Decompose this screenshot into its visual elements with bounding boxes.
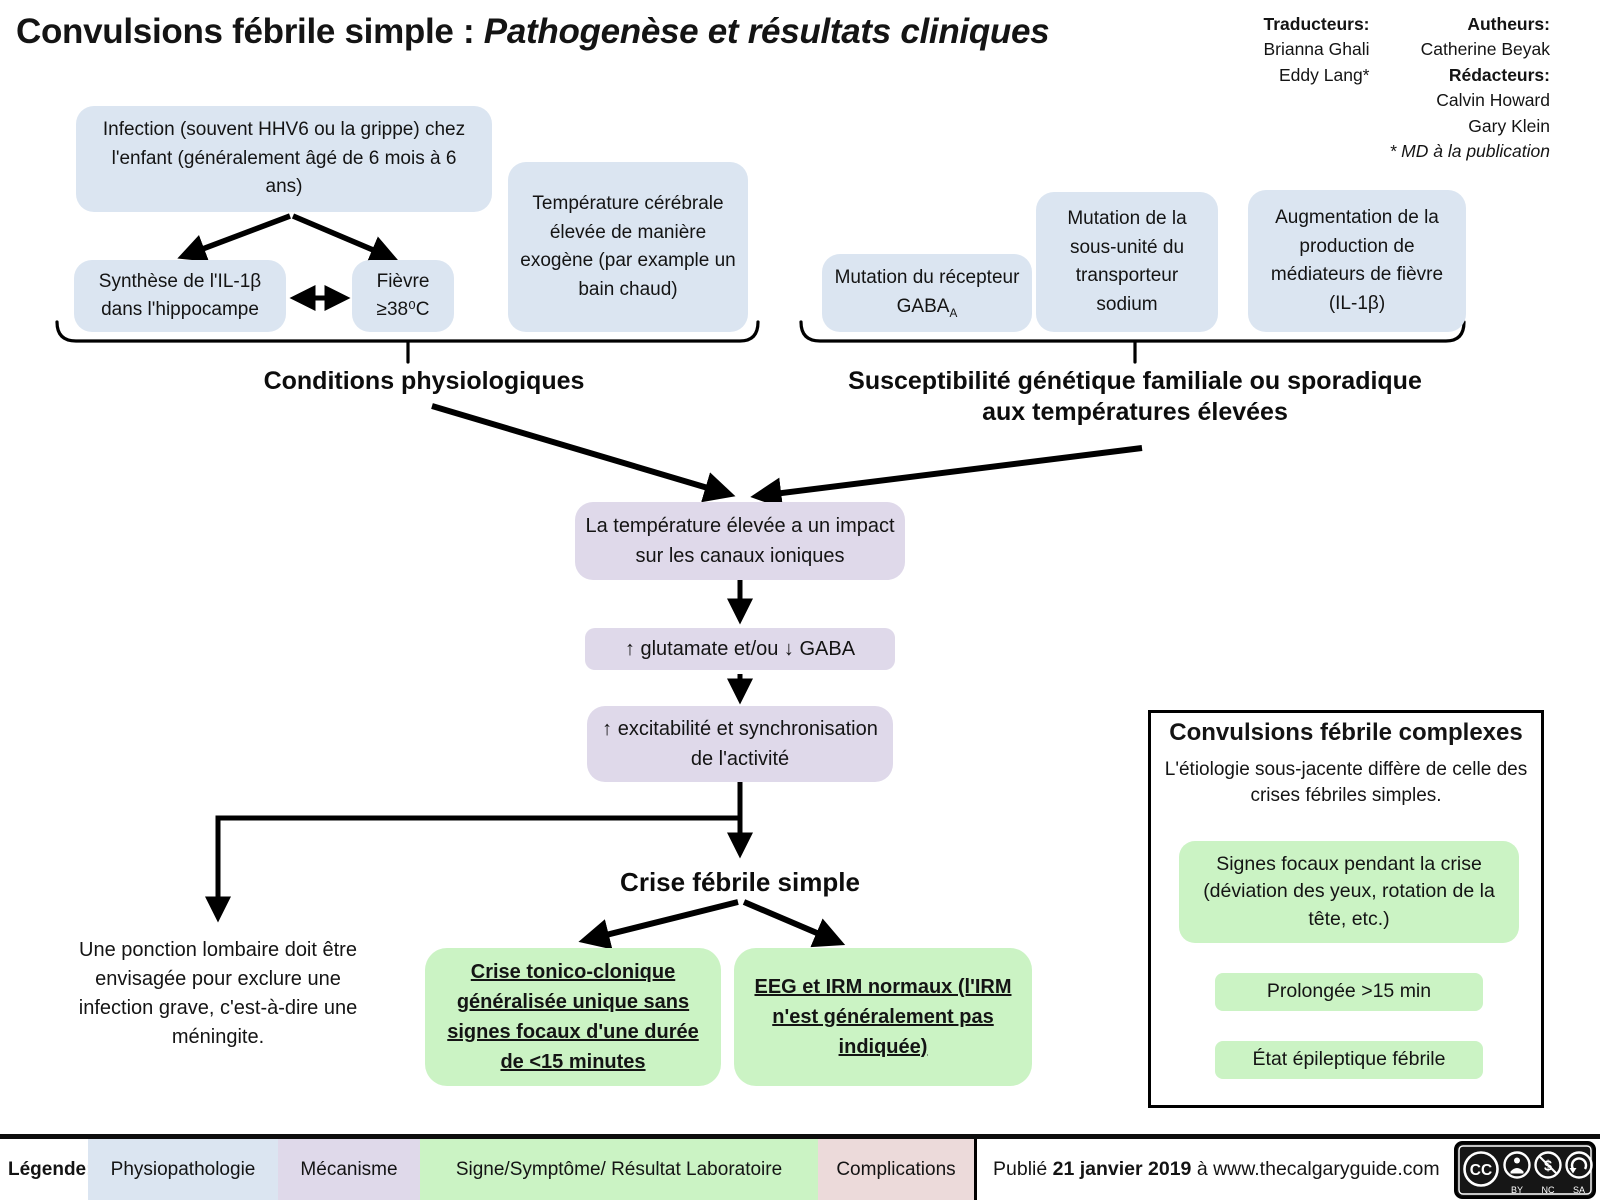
arrow-infection-to-synthese [177,213,291,262]
legend-chip-physiopathologie: Physiopathologie [88,1139,278,1200]
panel-item-text: Prolongée >15 min [1266,980,1432,1003]
box-temperature-exogene-text: Température cérébrale élevée de manière … [520,193,736,300]
box-mutation-gaba: Mutation du récepteur GABAA [822,254,1032,332]
box-mutation-sodium-text: Mutation de la sous-unité du transporteu… [1067,208,1187,315]
arrow-conditions-to-impact [431,403,736,503]
cc-icon-label: CC [1470,1162,1492,1179]
heading-crise-text: Crise fébrile simple [620,867,860,897]
cc-nc-icon [1534,1150,1562,1179]
cc-sa-label: SA [1573,1185,1585,1195]
legend-chip-text: Complications [836,1158,956,1180]
legend-divider [974,1139,977,1200]
box-tonico-text: Crise tonico-clonique généralisée unique… [447,961,699,1073]
svg-text:$: $ [1544,1158,1552,1174]
arrow-infection-to-fievre [291,213,399,263]
box-eeg-text: EEG et IRM normaux (l'IRM n'est générale… [754,976,1012,1058]
note-ponction-text: Une ponction lombaire doit être envisagé… [78,939,358,1048]
published-prefix: Publié [993,1158,1053,1180]
legend-chip-text: Mécanisme [300,1158,398,1180]
authors-heading: Autheurs: [1467,14,1550,34]
published-date: 21 janvier 2019 [1052,1158,1192,1180]
brace-conditions-physiologiques [55,320,760,364]
gaba-subscript: A [949,306,958,320]
box-synthese-text: Synthèse de l'IL-1β dans l'hippocampe [98,270,262,321]
page-title-italic: Pathogenèse et résultats cliniques [483,12,1050,51]
cc-icon [1463,1150,1499,1187]
translator-name: Brianna Ghali [1263,39,1370,60]
editor-name: Calvin Howard [1436,90,1550,111]
note-ponction-lombaire: Une ponction lombaire doit être envisagé… [73,936,363,1052]
page-title-main: Convulsions fébrile simple : [16,12,484,51]
credits-block: Traducteurs: Brianna Ghali Eddy Lang* Au… [1263,12,1550,164]
box-fievre-text: Fièvre ≥38⁰C [376,270,430,321]
box-augmentation-mediateurs: Augmentation de la production de médiate… [1248,190,1466,332]
heading-crise-febrile-simple: Crise fébrile simple [540,866,940,899]
credits-authors-editors: Autheurs: Catherine Beyak Rédacteurs: Ca… [1390,12,1551,164]
legend-chip-text: Physiopathologie [110,1158,256,1180]
box-infection-text: Infection (souvent HHV6 ou la grippe) ch… [102,119,466,198]
box-eeg-irm: EEG et IRM normaux (l'IRM n'est générale… [734,948,1032,1086]
box-excitabilite: ↑ excitabilité et synchronisation de l'a… [587,706,893,782]
panel-item-signes-focaux: Signes focaux pendant la crise (déviatio… [1179,841,1519,943]
translator-name: Eddy Lang* [1279,64,1370,85]
panel-item-etat-epileptique: État épileptique fébrile [1215,1041,1483,1079]
box-temperature-impact-text: La température élevée a un impact sur le… [585,515,895,567]
label-conditions-text: Conditions physiologiques [263,367,585,395]
editors-heading: Rédacteurs: [1448,64,1550,85]
legend-bar: Légende: Physiopathologie Mécanisme Sign… [0,1134,1600,1200]
legend-label: Légende: [8,1158,93,1180]
box-synthese-il1b: Synthèse de l'IL-1β dans l'hippocampe [74,260,286,332]
box-excitabilite-text: ↑ excitabilité et synchronisation de l'a… [602,718,878,770]
editor-name: Gary Klein [1468,115,1550,136]
box-temperature-impact: La température élevée a un impact sur le… [575,502,905,580]
panel-convulsions-complexes: Convulsions fébrile complexes L'étiologi… [1148,710,1544,1108]
translators-heading: Traducteurs: [1263,14,1370,34]
arrow-branch-to-ponction [205,782,743,923]
cc-license-badge: CC $ BY NC SA [1454,1139,1596,1200]
panel-title: Convulsions fébrile complexes [1169,719,1523,746]
cc-nc-label: NC [1542,1185,1555,1195]
box-mutation-gaba-text: Mutation du récepteur GABAA [832,264,1022,322]
legend-chip-complications: Complications [818,1139,974,1200]
box-infection: Infection (souvent HHV6 ou la grippe) ch… [76,106,492,212]
author-name: Catherine Beyak [1420,39,1550,60]
md-publication-note: * MD à la publication [1389,140,1551,161]
cc-sa-icon [1565,1150,1593,1179]
label-susceptibilite-line2: aux températures élevées [982,398,1288,427]
arrow-crise-to-tonico [578,899,739,950]
box-temperature-exogene: Température cérébrale élevée de manière … [508,162,748,332]
arrow-susceptibilite-to-impact [750,445,1143,509]
cc-by-icon [1503,1150,1531,1179]
box-fievre: Fièvre ≥38⁰C [352,260,454,332]
panel-item-text: Signes focaux pendant la crise (déviatio… [1203,853,1495,930]
published-url: à www.thecalgaryguide.com [1191,1158,1440,1180]
panel-item-text: État épileptique fébrile [1252,1048,1446,1071]
gaba-prefix: Mutation du récepteur GABA [834,267,1020,317]
label-conditions-physiologiques: Conditions physiologiques [244,366,604,397]
credits-translators: Traducteurs: Brianna Ghali Eddy Lang* [1263,12,1369,88]
box-mutation-sodium: Mutation de la sous-unité du transporteu… [1036,192,1218,332]
box-glutamate-gaba: ↑ glutamate et/ou ↓ GABA [585,628,895,670]
panel-subtitle: L'étiologie sous-jacente diffère de cell… [1164,759,1528,806]
page-title: Convulsions fébrile simple : Pathogenèse… [16,12,1050,52]
label-susceptibilite-line1: Susceptibilité génétique familiale ou sp… [848,367,1422,395]
box-augmentation-text: Augmentation de la production de médiate… [1270,207,1444,314]
legend-chip-signe-symptome: Signe/Symptôme/ Résultat Laboratoire [420,1139,818,1200]
panel-item-prolongee: Prolongée >15 min [1215,973,1483,1011]
legend-chip-mecanisme: Mécanisme [278,1139,420,1200]
box-crise-tonico-clonique: Crise tonico-clonique généralisée unique… [425,948,721,1086]
brace-susceptibilite-genetique [799,320,1466,364]
legend-chip-text: Signe/Symptôme/ Résultat Laboratoire [455,1158,783,1180]
box-glutamate-text: ↑ glutamate et/ou ↓ GABA [624,638,856,660]
cc-by-label: BY [1511,1185,1523,1195]
cc-badge-graphic: CC $ BY NC SA [1454,1140,1596,1199]
label-susceptibilite-genetique: Susceptibilité génétique familiale ou sp… [833,366,1437,429]
arrow-crise-to-eeg [742,899,846,948]
published-info: Publié 21 janvier 2019 à www.thecalgaryg… [993,1139,1440,1200]
